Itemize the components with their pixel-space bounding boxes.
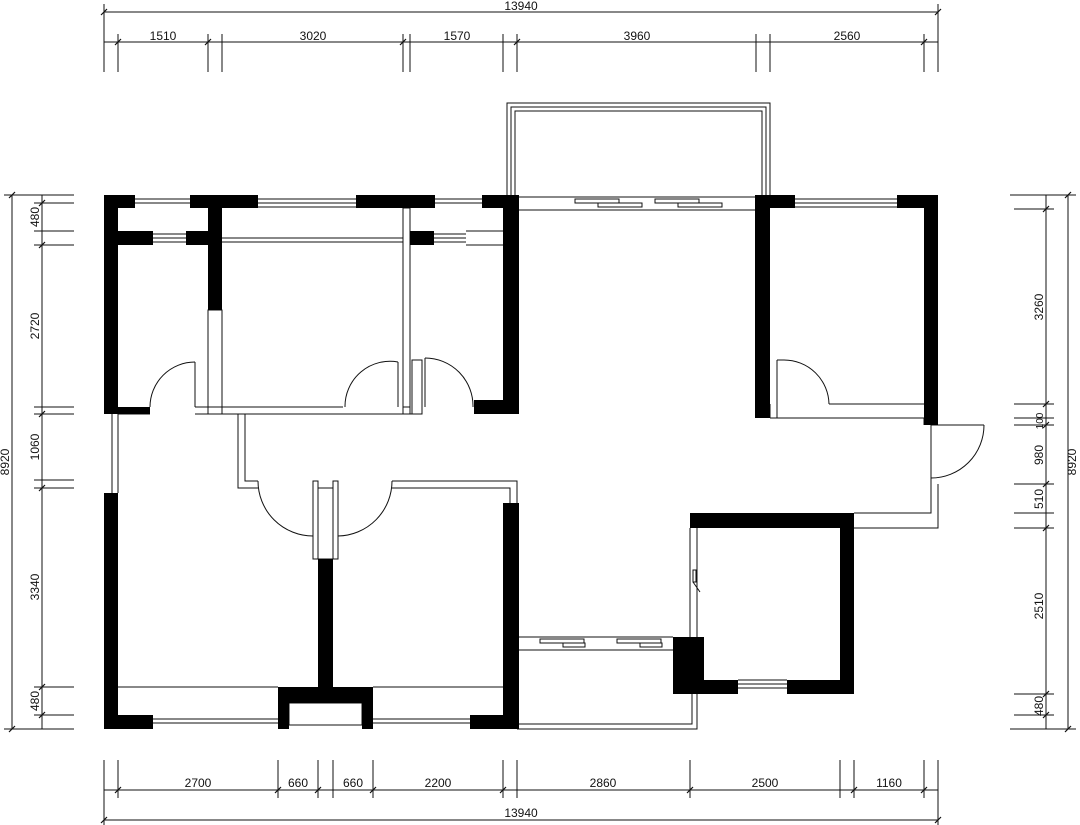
right-dim-label: 100 bbox=[1035, 412, 1046, 429]
right-dim-label: 480 bbox=[1032, 696, 1046, 716]
top-total-label: 13940 bbox=[504, 0, 538, 13]
wall bbox=[278, 687, 373, 703]
wall bbox=[503, 195, 519, 414]
bottom-dim-label: 2860 bbox=[590, 776, 617, 790]
wall bbox=[403, 195, 417, 208]
bottom-total-label: 13940 bbox=[504, 806, 538, 820]
wall bbox=[503, 503, 519, 729]
wall bbox=[208, 195, 222, 310]
left-dim-label: 1060 bbox=[28, 433, 42, 460]
wall bbox=[474, 400, 519, 414]
left-dim-label: 2720 bbox=[28, 312, 42, 339]
bottom-dim-label: 660 bbox=[288, 776, 308, 790]
wall bbox=[104, 715, 153, 729]
wall bbox=[104, 195, 118, 414]
bottom-dim-label: 2500 bbox=[752, 776, 779, 790]
right-dim-label: 3260 bbox=[1032, 293, 1046, 320]
wall bbox=[356, 195, 435, 208]
dimension-lines bbox=[4, 4, 1076, 825]
wall bbox=[755, 195, 770, 418]
left-dim-label: 480 bbox=[28, 207, 42, 227]
left-dim-label: 480 bbox=[28, 691, 42, 711]
wall bbox=[924, 195, 938, 425]
wall bbox=[787, 680, 854, 694]
wall bbox=[697, 680, 738, 694]
left-dim-label: 3340 bbox=[28, 573, 42, 600]
right-dim-label: 2510 bbox=[1032, 592, 1046, 619]
wall bbox=[190, 195, 258, 208]
dimension-ticks bbox=[8, 8, 1072, 824]
top-dim-label: 3020 bbox=[300, 29, 327, 43]
wall bbox=[278, 687, 289, 729]
wall bbox=[410, 231, 434, 245]
left-total-label: 8920 bbox=[0, 448, 12, 475]
bottom-dim-label: 1160 bbox=[876, 776, 902, 790]
wall bbox=[104, 231, 153, 245]
bottom-dim-label: 2700 bbox=[185, 776, 212, 790]
bottom-dim-label: 660 bbox=[343, 776, 363, 790]
top-dim-label: 1510 bbox=[150, 29, 177, 43]
wall bbox=[840, 513, 854, 694]
thin-lines bbox=[111, 102, 984, 730]
right-dim-label: 510 bbox=[1032, 489, 1046, 509]
right-total-label: 8920 bbox=[1065, 448, 1079, 475]
wall bbox=[318, 559, 333, 687]
top-dim-label: 3960 bbox=[624, 29, 651, 43]
bottom-dim-label: 2200 bbox=[425, 776, 452, 790]
wall bbox=[362, 687, 373, 729]
wall bbox=[118, 407, 150, 414]
top-dim-label: 1570 bbox=[444, 29, 471, 43]
wall bbox=[470, 715, 519, 729]
door-swings bbox=[149, 357, 985, 593]
wall bbox=[690, 513, 854, 528]
walls bbox=[104, 195, 938, 729]
right-dim-label: 980 bbox=[1032, 445, 1046, 465]
wall bbox=[104, 493, 118, 729]
wall bbox=[673, 637, 704, 694]
top-dim-label: 2560 bbox=[834, 29, 861, 43]
